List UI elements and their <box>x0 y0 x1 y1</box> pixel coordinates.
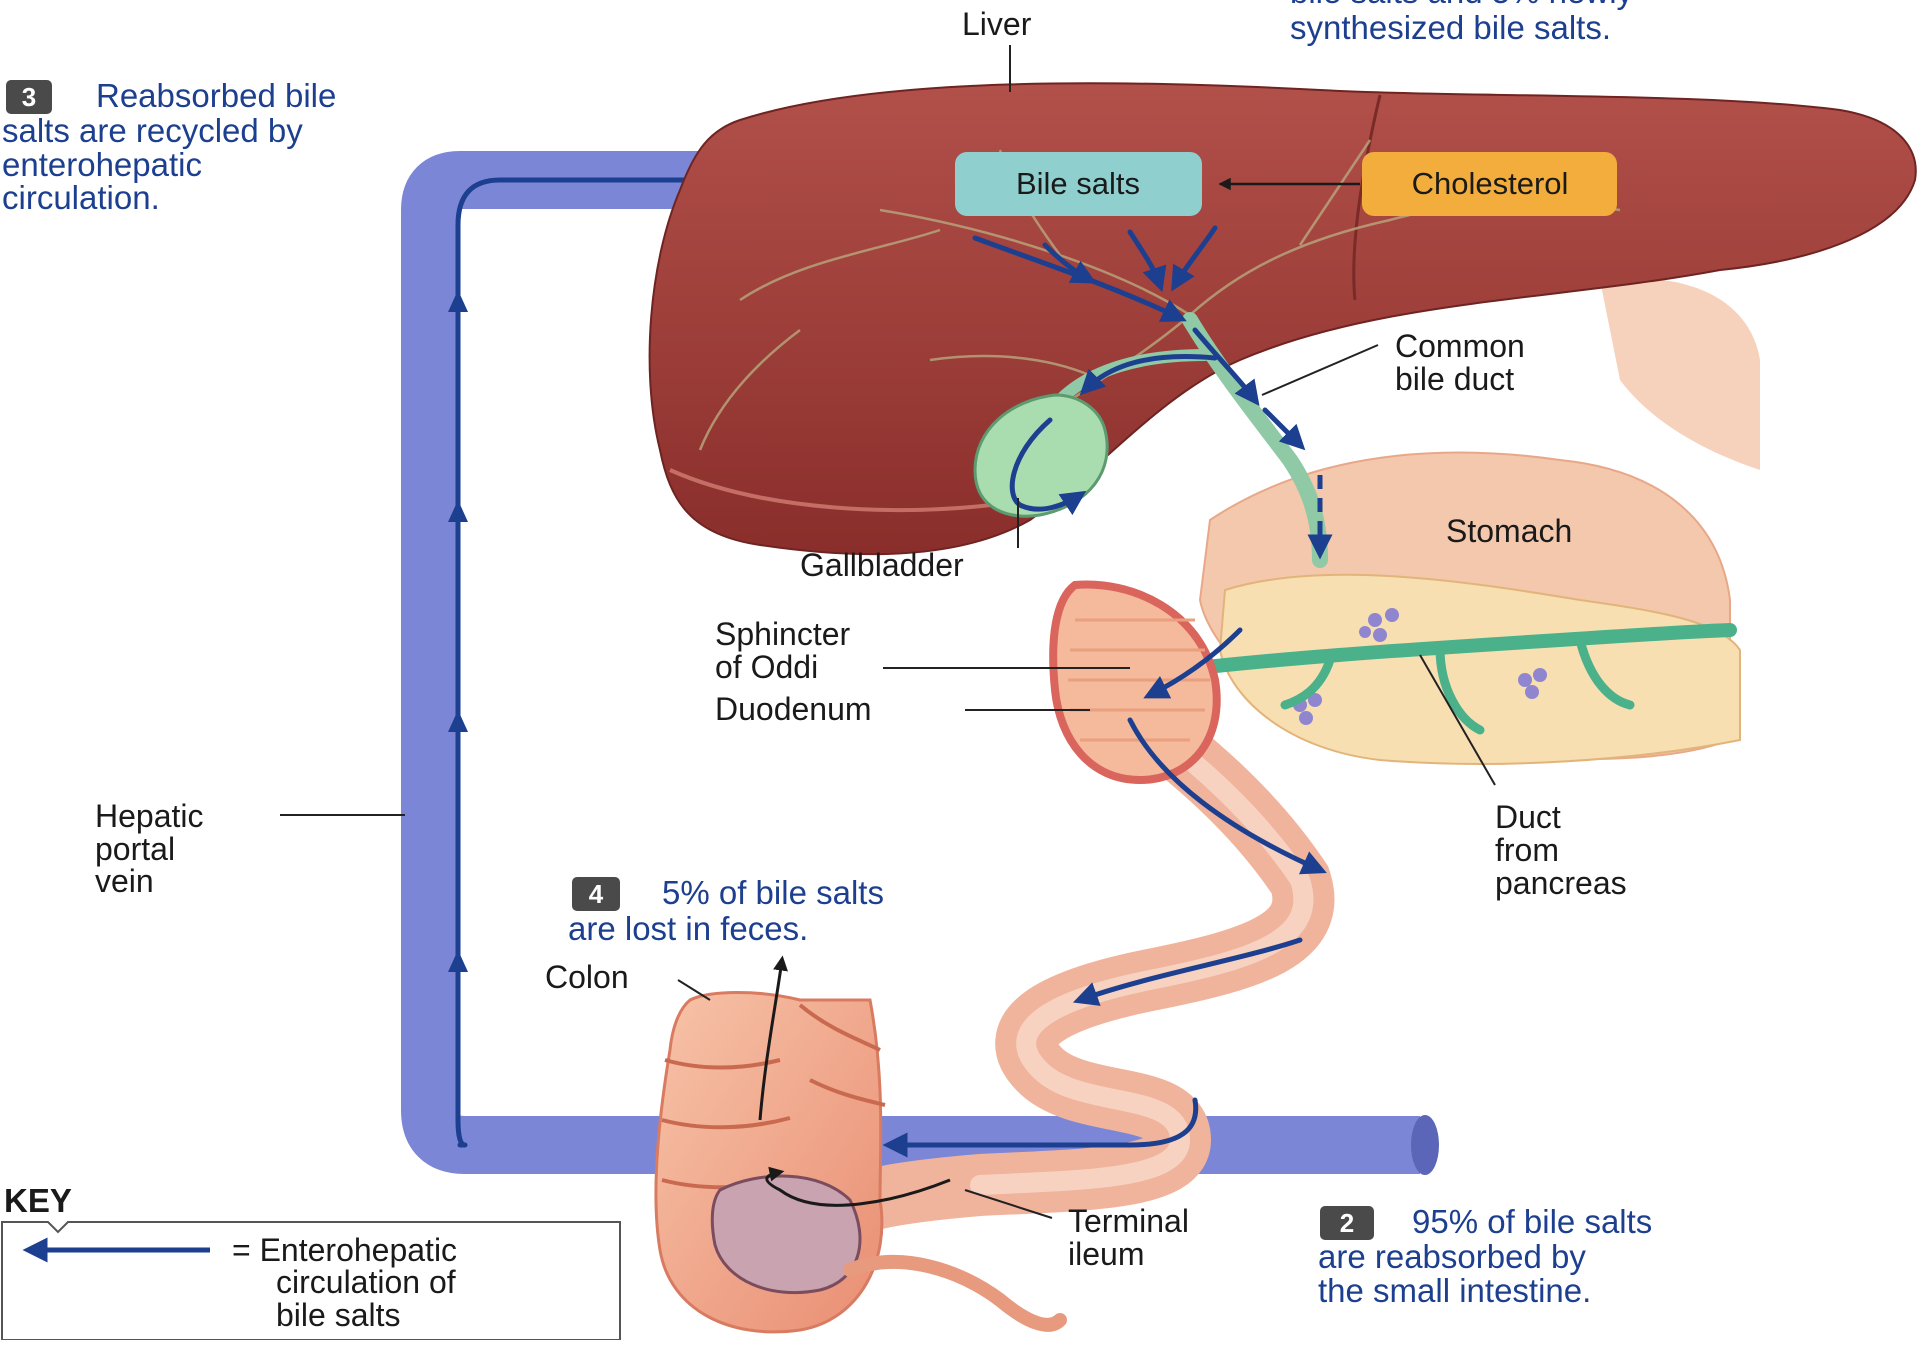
portal-vein-end <box>1411 1115 1439 1175</box>
label-common-bile-duct-1: Common <box>1395 328 1525 364</box>
upper-stomach <box>1600 278 1760 470</box>
label-liver: Liver <box>962 6 1032 42</box>
label-duct-pancreas-1: Duct <box>1495 799 1561 835</box>
step3-text-line4: circulation. <box>2 179 160 216</box>
step4-number: 4 <box>589 879 604 909</box>
appendix <box>850 1262 1060 1325</box>
step3-text-line3: enterohepatic <box>2 146 202 183</box>
label-sphincter-2: of Oddi <box>715 649 818 685</box>
step2-text-line3: the small intestine. <box>1318 1272 1591 1309</box>
key-line2: circulation of <box>276 1264 456 1300</box>
label-duodenum: Duodenum <box>715 691 872 727</box>
step1-text-line2: synthesized bile salts. <box>1290 9 1611 46</box>
bile-salts-label: Bile salts <box>1016 166 1140 201</box>
step4-text-line2: are lost in feces. <box>568 910 808 947</box>
label-duct-pancreas-2: from <box>1495 832 1559 868</box>
label-hepatic-1: Hepatic <box>95 798 204 834</box>
cholesterol-label: Cholesterol <box>1412 166 1569 201</box>
label-common-bile-duct-2: bile duct <box>1395 361 1514 397</box>
step3-number: 3 <box>22 82 36 112</box>
label-terminal-ileum-2: ileum <box>1068 1236 1144 1272</box>
label-stomach: Stomach <box>1446 513 1572 549</box>
duodenum <box>1053 584 1217 780</box>
step2-number: 2 <box>1340 1208 1354 1238</box>
key-line1: = Enterohepatic <box>232 1232 457 1268</box>
label-duct-pancreas-3: pancreas <box>1495 865 1627 901</box>
key-line3: bile salts <box>276 1297 401 1333</box>
step3-text-line1: Reabsorbed bile <box>96 77 336 114</box>
step2-text-line2: are reabsorbed by <box>1318 1238 1586 1275</box>
label-gallbladder: Gallbladder <box>800 547 964 583</box>
step2-text-line1: 95% of bile salts <box>1412 1203 1652 1240</box>
label-hepatic-2: portal <box>95 831 175 867</box>
label-hepatic-3: vein <box>95 863 154 899</box>
step3-text-line2: salts are recycled by <box>2 112 303 149</box>
key-title: KEY <box>4 1182 72 1219</box>
label-terminal-ileum-1: Terminal <box>1068 1203 1189 1239</box>
label-sphincter-1: Sphincter <box>715 616 851 652</box>
step4-text-line1: 5% of bile salts <box>662 874 884 911</box>
label-colon: Colon <box>545 959 629 995</box>
